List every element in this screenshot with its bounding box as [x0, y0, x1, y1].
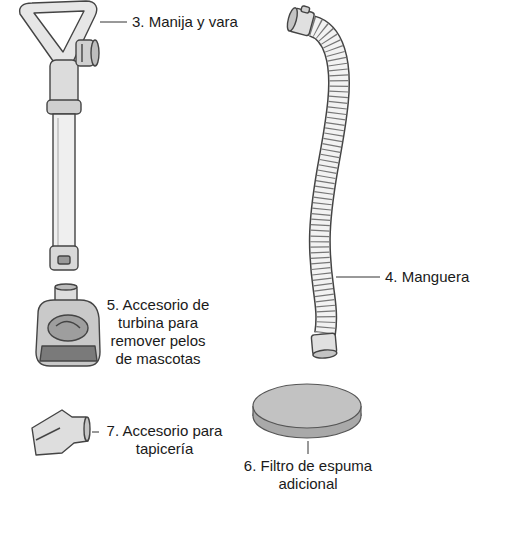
hose-part [285, 3, 315, 36]
hose-part [313, 349, 338, 359]
part-label: 7. Accesorio para tapicería [102, 422, 227, 458]
part-label: 5. Accesorio de turbina para remover pel… [103, 296, 213, 368]
handle-and-wand-part [53, 114, 75, 250]
turbo-tool [36, 284, 100, 366]
handle-and-wand-part [20, 1, 97, 68]
handle-and-wand-part [57, 118, 58, 246]
part-label: 4. Manguera [385, 268, 469, 286]
hose-part [312, 26, 339, 334]
turbo-tool-part [36, 300, 100, 366]
hose-part [312, 26, 339, 334]
upholstery-tool-part [32, 410, 88, 455]
upholstery-tool-part [84, 417, 90, 441]
handle-and-wand-part [81, 44, 82, 62]
handle-and-wand-part [58, 256, 70, 264]
leader-line [308, 441, 309, 454]
hose-part [301, 6, 310, 14]
leader-line [336, 277, 380, 278]
handle-and-wand [20, 1, 99, 270]
leader-line [100, 22, 127, 23]
part-label: 3. Manija y vara [132, 13, 238, 31]
foam-filter [253, 384, 361, 438]
hose-part [311, 333, 337, 359]
hose-part [285, 7, 299, 32]
handle-and-wand-part [50, 246, 78, 270]
hose [285, 3, 339, 359]
turbo-tool-part [56, 321, 80, 328]
turbo-tool-part [40, 346, 97, 361]
upholstery-tool [32, 410, 90, 455]
hose-part [312, 26, 339, 334]
turbo-tool-part [55, 284, 77, 290]
handle-and-wand-part [50, 60, 78, 105]
turbo-tool-part [48, 315, 88, 341]
leader-line [92, 432, 99, 433]
foam-filter-part [253, 384, 361, 428]
handle-and-wand-part [91, 40, 99, 66]
handle-and-wand-part [47, 100, 81, 114]
part-label: 6. Filtro de espuma adicional [238, 457, 378, 493]
upholstery-tool-part [36, 428, 60, 440]
